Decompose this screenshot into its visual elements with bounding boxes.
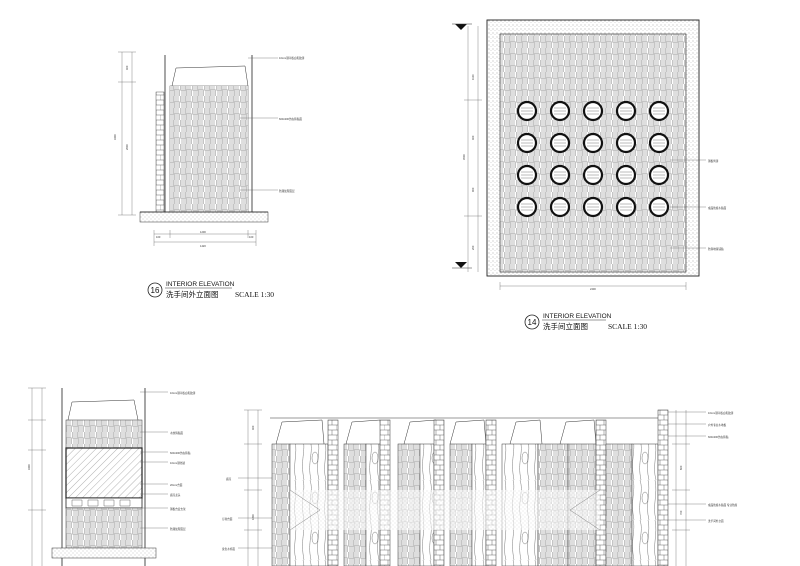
elevation-14: 1100 400 900 200 3500 钢板烤漆 成	[452, 19, 727, 331]
elevation-bottom-right: 400 1800	[222, 409, 738, 566]
svg-text:900: 900	[471, 187, 475, 192]
svg-text:2600: 2600	[125, 144, 129, 150]
svg-text:3500: 3500	[462, 154, 466, 160]
svg-text:400: 400	[251, 425, 255, 430]
svg-text:600x300仿古砖贴: 600x300仿古砖贴	[708, 435, 729, 439]
svg-text:10mm钢平板白乳胶漆: 10mm钢平板白乳胶漆	[170, 391, 196, 395]
drawing-number-bubble	[147, 282, 163, 298]
svg-text:1100: 1100	[471, 74, 475, 80]
svg-text:400: 400	[125, 65, 129, 70]
svg-text:防滑地砖铺贴: 防滑地砖铺贴	[708, 247, 724, 251]
svg-text:防潮处理面层: 防潮处理面层	[170, 527, 186, 531]
svg-text:10mm钢平板白乳胶漆: 10mm钢平板白乳胶漆	[279, 56, 305, 60]
svg-text:木纹砖贴面: 木纹砖贴面	[170, 431, 183, 435]
elevation-16: 3400 2600 400 10mm钢平板白乳胶漆 600x300仿古砖贴面 防…	[113, 51, 305, 299]
drawing-title: INTERIOR ELEVATION	[543, 313, 612, 320]
svg-text:200: 200	[471, 245, 475, 250]
drawing-number-bubble	[524, 314, 540, 330]
drawing-number: 16	[151, 286, 160, 295]
svg-text:钢板烤漆: 钢板烤漆	[708, 159, 719, 163]
svg-text:染色木饰面: 染色木饰面	[222, 547, 235, 551]
svg-text:1800: 1800	[251, 514, 255, 520]
drawing-number: 14	[528, 318, 537, 327]
svg-text:户外专业木地板: 户外专业木地板	[708, 423, 727, 427]
svg-text:10mm钢化镜: 10mm钢化镜	[170, 461, 185, 465]
drawing-title: INTERIOR ELEVATION	[166, 281, 235, 288]
svg-text:感应: 感应	[226, 477, 232, 481]
svg-text:600x300仿古砖贴面: 600x300仿古砖贴面	[279, 117, 302, 121]
svg-text:600: 600	[679, 465, 683, 470]
svg-text:10mm钢平板白乳胶漆: 10mm钢平板白乳胶漆	[708, 411, 734, 415]
svg-text:400: 400	[471, 135, 475, 140]
svg-text:订制台面: 订制台面	[222, 517, 233, 521]
svg-text:700: 700	[679, 510, 683, 515]
svg-text:成品防腐木贴面 专业防腐: 成品防腐木贴面 专业防腐	[708, 503, 738, 507]
drawing-subtitle: 洗手间立面图	[543, 321, 588, 331]
svg-text:20mm台面: 20mm台面	[170, 483, 183, 487]
drawing-scale: SCALE 1:30	[608, 322, 647, 331]
svg-text:2400: 2400	[590, 287, 596, 291]
svg-text:3400: 3400	[27, 464, 31, 470]
svg-text:100: 100	[249, 235, 254, 239]
svg-text:防潮处理面层: 防潮处理面层	[279, 189, 295, 193]
drawing-subtitle: 洗手间外立面图	[166, 289, 219, 299]
svg-text:3400: 3400	[113, 134, 117, 140]
svg-text:钢板台盆支架: 钢板台盆支架	[170, 507, 186, 511]
svg-text:600x300仿古砖贴: 600x300仿古砖贴	[170, 451, 191, 455]
svg-text:成品防腐木贴面: 成品防腐木贴面	[708, 206, 727, 210]
svg-text:洗手间外立面: 洗手间外立面	[708, 519, 724, 523]
svg-text:感应龙头: 感应龙头	[170, 493, 181, 497]
drawing-scale: SCALE 1:30	[235, 290, 274, 299]
svg-text:100: 100	[156, 235, 161, 239]
svg-text:1420: 1420	[200, 244, 206, 248]
elevation-bottom-left: 3400 10mm钢平板白乳胶漆 木纹砖贴面 600x300仿古砖贴 10mm钢…	[27, 387, 196, 566]
svg-text:1200: 1200	[200, 230, 206, 234]
circle-pattern	[516, 100, 670, 218]
